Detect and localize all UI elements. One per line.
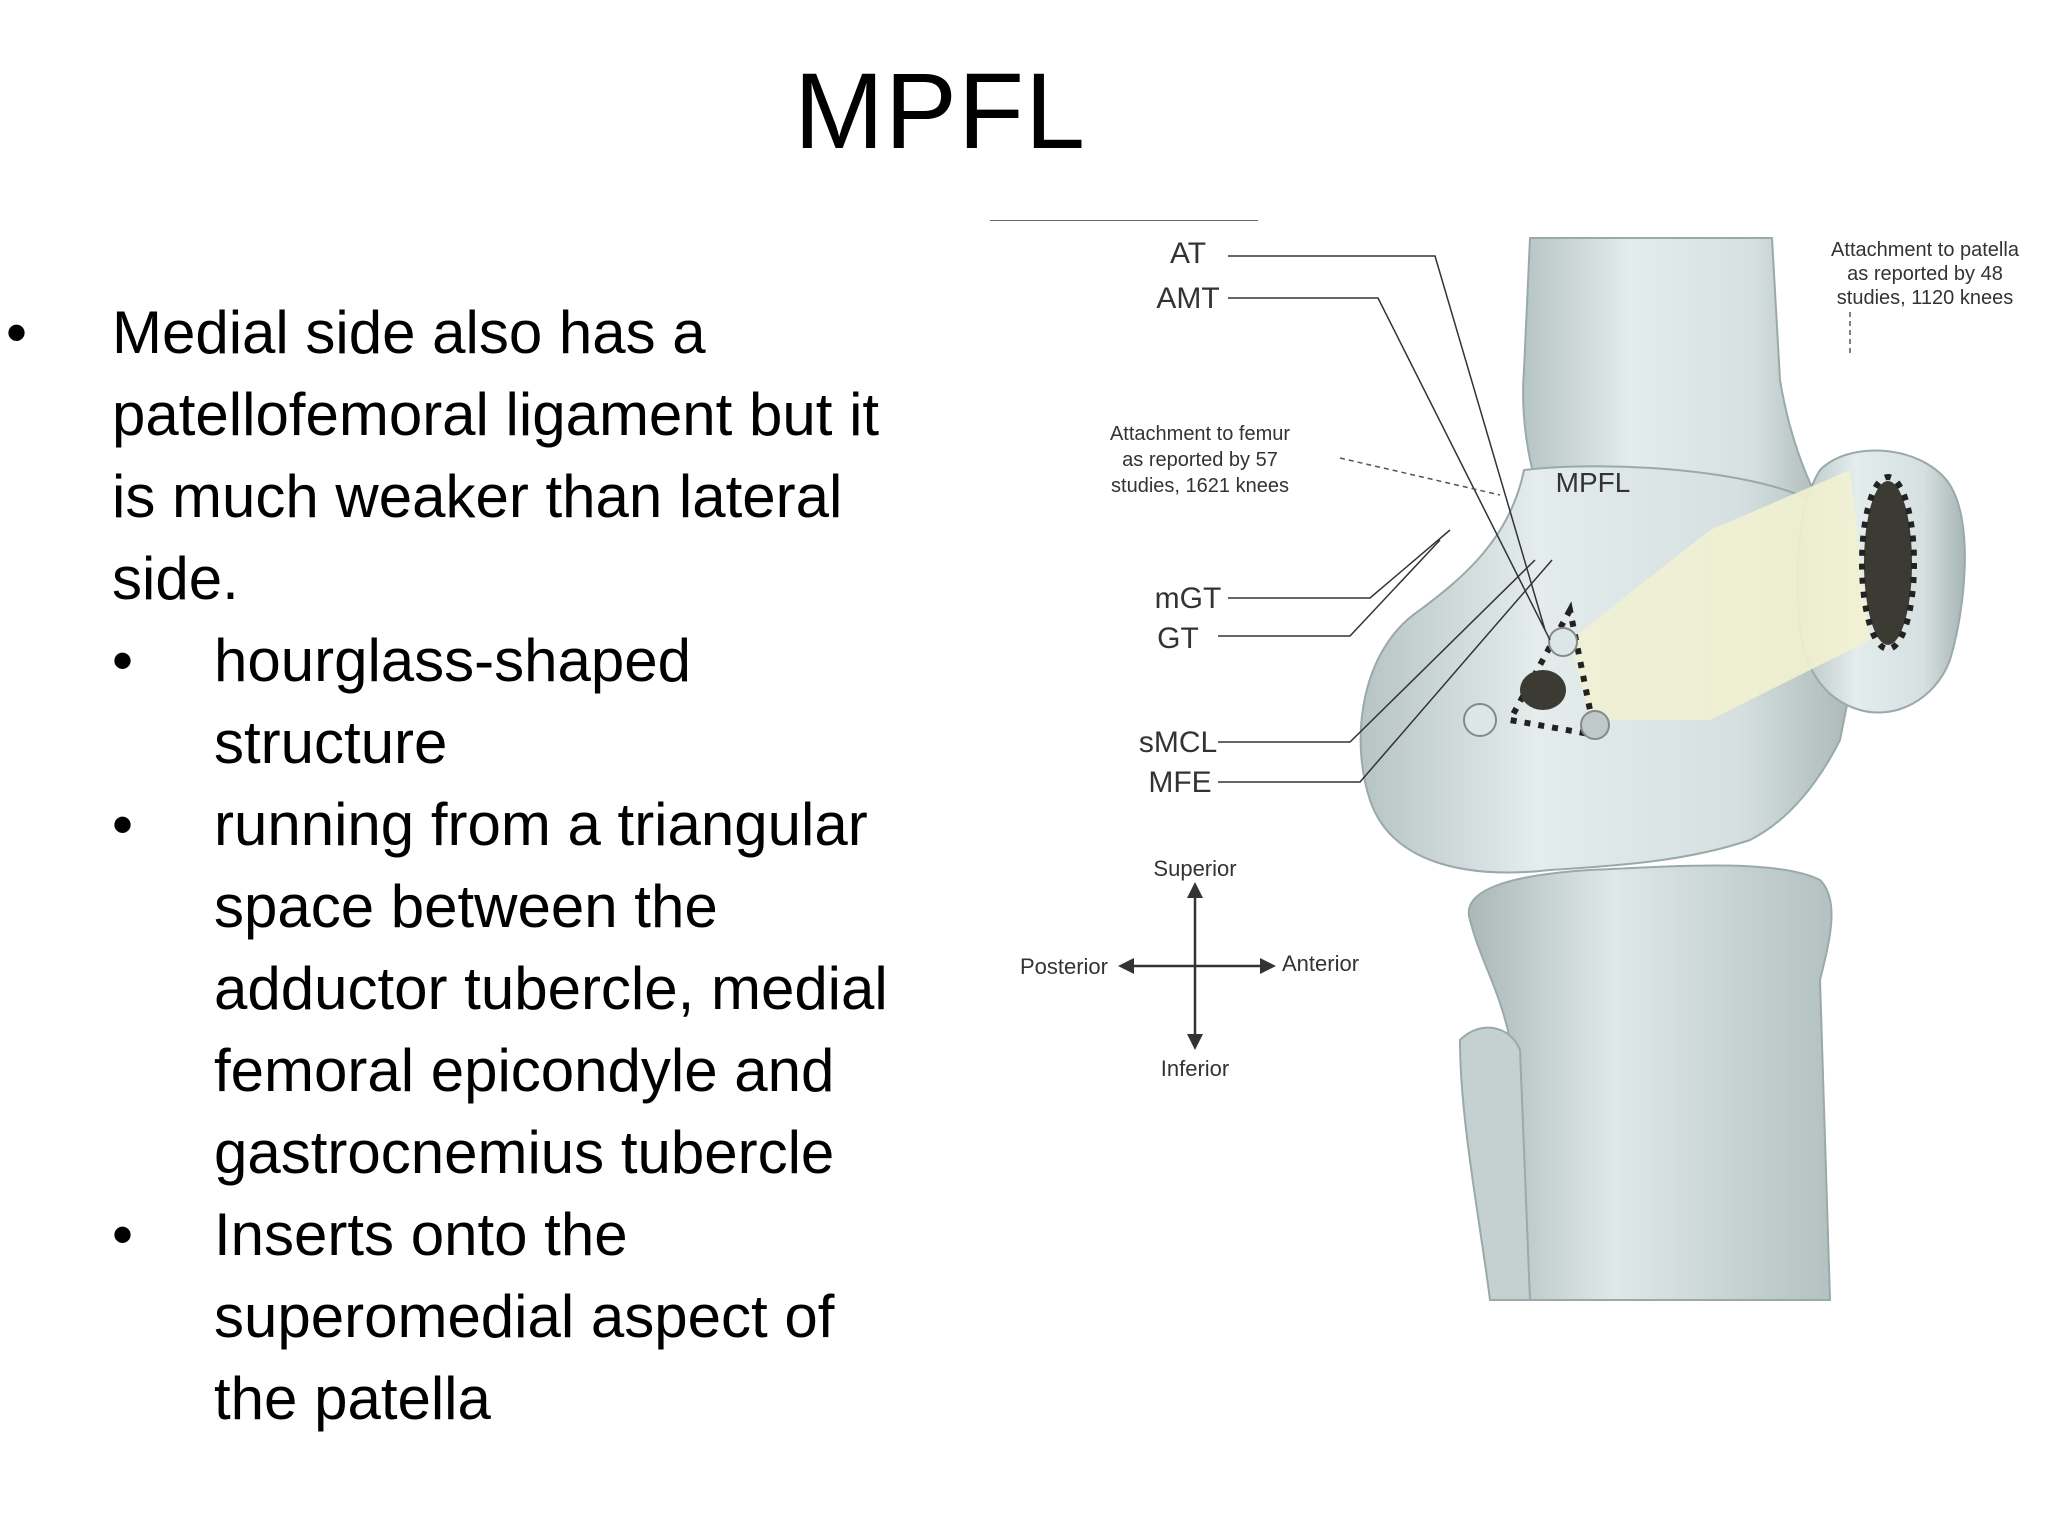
label-mgt: mGT bbox=[1155, 582, 1222, 615]
sub-bullet-text: Inserts onto the superomedial aspect of … bbox=[214, 1201, 835, 1432]
patella-footprint bbox=[1864, 481, 1912, 645]
femur-attachment-triangle bbox=[1505, 601, 1599, 739]
femur-footprint bbox=[1520, 670, 1566, 710]
knee-anatomy-figure: AT AMT mGT GT sMCL MFE MPFL Attachment t… bbox=[990, 220, 2048, 1420]
bullet-dot-icon: • bbox=[6, 299, 28, 366]
mgt-landmark bbox=[1463, 703, 1497, 737]
compass-superior: Superior bbox=[1153, 856, 1236, 881]
slide-title: MPFL bbox=[793, 50, 1087, 171]
sub-bullet: • Inserts onto the superomedial aspect o… bbox=[0, 1194, 920, 1440]
label-at: AT bbox=[1170, 237, 1206, 270]
femur-note-line-2: as reported by 57 bbox=[1122, 449, 1278, 471]
bullet-main-text: Medial side also has a patellofemoral li… bbox=[112, 299, 880, 612]
bullet-list: • Medial side also has a patellofemoral … bbox=[0, 292, 920, 1440]
bullet-main: • Medial side also has a patellofemoral … bbox=[0, 292, 920, 620]
mfe-landmark bbox=[1580, 710, 1610, 740]
label-mpfl: MPFL bbox=[1556, 467, 1631, 498]
fibula bbox=[1458, 1026, 1532, 1301]
bullet-dot-icon: • bbox=[112, 627, 134, 694]
patella-note-line-2: as reported by 48 bbox=[1847, 263, 2003, 285]
label-mfe: MFE bbox=[1148, 766, 1211, 799]
bullet-dot-icon: • bbox=[112, 791, 134, 858]
mpfl-ligament-stem bbox=[1570, 530, 1710, 720]
at-landmark bbox=[1548, 627, 1578, 657]
orientation-compass bbox=[1118, 882, 1276, 1050]
femur-note-pointer bbox=[1339, 457, 1501, 496]
patella-note-line-3: studies, 1120 knees bbox=[1837, 287, 2013, 309]
femur-note-line-1: Attachment to femur bbox=[1110, 423, 1290, 445]
sub-bullet-text: running from a triangular space between … bbox=[214, 791, 888, 1186]
patella-attachment-outline bbox=[1859, 474, 1917, 652]
bullet-dot-icon: • bbox=[112, 1201, 134, 1268]
compass-inferior: Inferior bbox=[1161, 1056, 1229, 1081]
patella-note-line-1: Attachment to patella bbox=[1831, 239, 2020, 261]
compass-anterior: Anterior bbox=[1282, 951, 1359, 976]
label-gt: GT bbox=[1157, 622, 1199, 655]
label-smcl: sMCL bbox=[1139, 726, 1217, 759]
label-amt: AMT bbox=[1156, 282, 1219, 315]
sub-bullet-text: hourglass-shaped structure bbox=[214, 627, 691, 776]
sub-bullet: • hourglass-shaped structure bbox=[0, 620, 920, 784]
leader-lines bbox=[990, 220, 1553, 783]
sub-bullet: • running from a triangular space betwee… bbox=[0, 784, 920, 1194]
knee-illustration: AT AMT mGT GT sMCL MFE MPFL Attachment t… bbox=[990, 220, 2020, 1301]
femur-note-line-3: studies, 1621 knees bbox=[1111, 475, 1289, 497]
mpfl-ligament bbox=[1710, 470, 1870, 720]
compass-posterior: Posterior bbox=[1020, 954, 1108, 979]
